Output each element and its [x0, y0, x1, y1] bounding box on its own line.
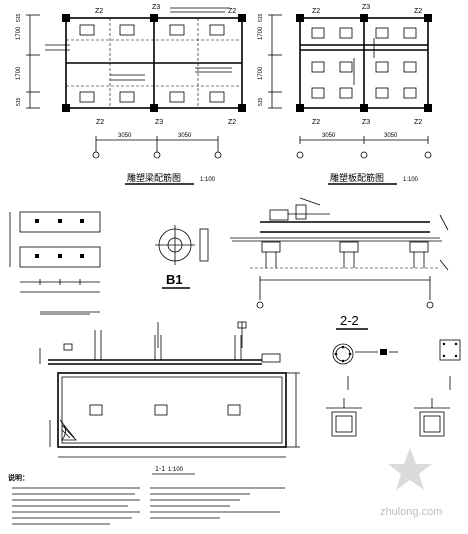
notes-block: 说明： — [8, 473, 285, 525]
slab-col-label-top-left: Z2 — [312, 8, 320, 15]
section-2-2-label: 2-2 — [340, 313, 359, 328]
beam-plan-scale: 1:100 — [200, 177, 216, 183]
slab-col-label-bot-mid: Z3 — [362, 119, 370, 126]
section-1-1-label: 1-1 — [155, 466, 165, 473]
row-dim-2: 1700 — [16, 66, 22, 80]
section-1-1: 1-1 1:100 — [39, 311, 300, 475]
slab-row-dim-2: 1700 — [258, 66, 264, 80]
watermark: zhulong.com — [380, 448, 442, 518]
section-2-2: 2-2 — [326, 313, 461, 437]
watermark-text: zhulong.com — [380, 506, 442, 518]
slab-col-dim-1: 3050 — [322, 133, 336, 139]
col-dim-1: 3050 — [118, 133, 132, 139]
col-label-bot-left: Z2 — [96, 119, 104, 126]
slab-reinforcement-plan: 1700 1700 515 515 Z2 Z3 Z2 Z2 Z3 Z2 — [258, 4, 432, 185]
row-dim-3: 515 — [16, 13, 22, 22]
slab-row-dim-3: 515 — [258, 13, 264, 22]
slab-plan-scale: 1:100 — [403, 177, 419, 183]
row-dim-1: 1700 — [16, 26, 22, 40]
slab-col-label-bot-left: Z2 — [312, 119, 320, 126]
detail-b1: B1 — [155, 225, 209, 289]
col-label-bot-mid: Z3 — [155, 119, 163, 126]
slab-col-label-top-right: Z2 — [414, 8, 422, 15]
slab-col-dim-2: 3050 — [384, 133, 398, 139]
slab-row-dim-1: 1700 — [258, 26, 264, 40]
slab-col-label-bot-right: Z2 — [414, 119, 422, 126]
beam-plan-title: 雕塑梁配筋图 — [127, 172, 181, 183]
slab-plan-title: 雕塑板配筋图 — [330, 172, 384, 183]
beam-reinforcement-plan: 1700 1700 515 515 — [16, 4, 246, 185]
detail-b1-label: B1 — [166, 272, 183, 287]
row-dim-4: 515 — [16, 97, 22, 106]
notes-heading: 说明： — [8, 473, 29, 482]
slab-row-dim-4: 515 — [258, 97, 264, 106]
section-1-1-scale: 1:100 — [168, 467, 184, 473]
elevation-view — [230, 197, 449, 309]
col-label-top-mid: Z3 — [152, 4, 160, 11]
base-plate-details — [9, 211, 101, 293]
col-label-top-right: Z2 — [228, 8, 236, 15]
col-label-top-left: Z2 — [95, 8, 103, 15]
col-dim-2: 3050 — [178, 133, 192, 139]
slab-col-label-top-mid: Z3 — [362, 4, 370, 11]
col-label-bot-right: Z2 — [228, 119, 236, 126]
